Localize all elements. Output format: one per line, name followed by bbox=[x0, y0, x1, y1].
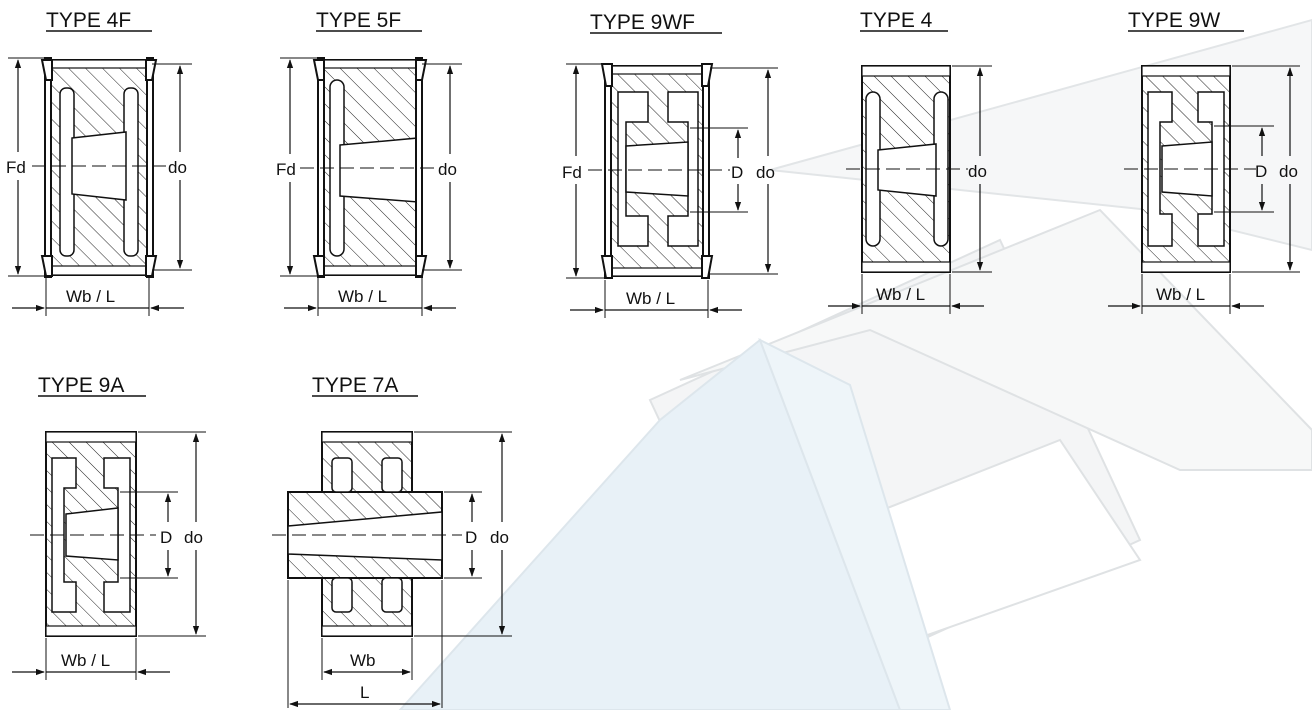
type-9a-title: TYPE 9A bbox=[38, 374, 124, 397]
type-4-title: TYPE 4 bbox=[860, 9, 933, 32]
type-9wf-title: TYPE 9WF bbox=[590, 11, 695, 34]
type-9a-do-label: do bbox=[184, 528, 203, 547]
type-4f-width-label: Wb / L bbox=[66, 287, 115, 306]
type-9w-width-label: Wb / L bbox=[1156, 285, 1205, 304]
type-4-width-label: Wb / L bbox=[876, 285, 925, 304]
type-5f-width-label: Wb / L bbox=[338, 287, 387, 306]
type-9wf-do-label: do bbox=[756, 163, 775, 182]
type-7a-do-label: do bbox=[490, 528, 509, 547]
watermark-logo bbox=[398, 18, 1312, 710]
type-9wf-fd-label: Fd bbox=[562, 163, 582, 182]
type-7a-drawing: TYPE 7A D do Wb L bbox=[272, 374, 512, 708]
type-7a-wb-label: Wb bbox=[350, 651, 376, 670]
type-5f-drawing: TYPE 5F Fd do Wb / L bbox=[276, 9, 462, 316]
type-9w-do-label: do bbox=[1279, 162, 1298, 181]
type-9w-d-label: D bbox=[1255, 162, 1267, 181]
type-9a-drawing: TYPE 9A D do Wb / L bbox=[12, 374, 206, 680]
type-9a-width-label: Wb / L bbox=[61, 651, 110, 670]
type-4-drawing: TYPE 4 do Wb / L bbox=[828, 9, 992, 314]
type-4f-do-label: do bbox=[168, 158, 187, 177]
type-9w-title: TYPE 9W bbox=[1128, 9, 1220, 32]
type-4f-fd-label: Fd bbox=[6, 158, 26, 177]
type-7a-title: TYPE 7A bbox=[312, 374, 398, 397]
type-9a-d-label: D bbox=[160, 528, 172, 547]
type-9wf-d-label: D bbox=[731, 163, 743, 182]
type-7a-d-label: D bbox=[465, 528, 477, 547]
type-9w-drawing: TYPE 9W D do Wb / L bbox=[1108, 9, 1300, 314]
type-4-do-label: do bbox=[968, 162, 987, 181]
type-4f-title: TYPE 4F bbox=[46, 9, 131, 32]
type-7a-l-label: L bbox=[360, 683, 369, 702]
type-5f-fd-label: Fd bbox=[276, 160, 296, 179]
type-5f-do-label: do bbox=[438, 160, 457, 179]
type-9wf-drawing: TYPE 9WF Fd D do Wb / L bbox=[562, 11, 778, 318]
type-9wf-width-label: Wb / L bbox=[626, 289, 675, 308]
type-5f-title: TYPE 5F bbox=[316, 9, 401, 32]
type-4f-drawing: TYPE 4F Fd do Wb / L bbox=[6, 9, 192, 316]
